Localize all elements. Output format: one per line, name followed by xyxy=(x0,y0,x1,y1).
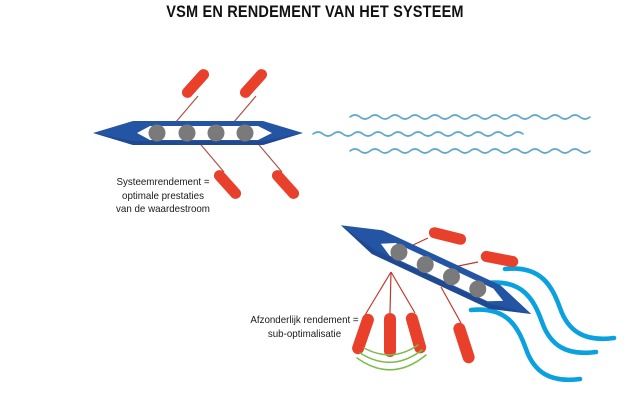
boat2-rower-3 xyxy=(443,268,461,286)
boat1-oar-blade-top-2 xyxy=(239,69,268,98)
boat1-hull-group xyxy=(93,121,303,145)
turbulent-wave-1 xyxy=(484,280,599,356)
boat1-rower-3 xyxy=(207,124,225,142)
boat2-oar-blade-upper-1 xyxy=(428,227,467,245)
calm-wave-line-2 xyxy=(312,131,524,137)
boat2-oar-shaft-cluster-3 xyxy=(390,271,416,314)
boat1-hull-shadow xyxy=(93,133,303,145)
boat2-rower-4 xyxy=(469,280,487,298)
splash-arc-2 xyxy=(359,349,423,364)
boat2-oar-shaft-cluster-1 xyxy=(364,271,392,316)
caption-system-efficiency: Systeemrendement = optimale prestaties v… xyxy=(93,176,233,217)
turbulent-water-group xyxy=(468,266,617,383)
boat2-oar-blade-cluster-2 xyxy=(384,313,396,357)
calm-wave-line-1 xyxy=(349,114,591,120)
boat2-oar-blade-upper-2 xyxy=(480,250,519,268)
caption-individual-line-1: Afzonderlijk rendement = xyxy=(250,314,359,326)
boat2-oar-blade-cluster-3 xyxy=(405,312,427,354)
calm-wave-line-3 xyxy=(349,148,591,154)
caption-system-line-2: optimale prestaties xyxy=(122,189,204,202)
boat2-oar-shaft-lower-right xyxy=(440,286,462,324)
boat2-oar-blade-cluster-1 xyxy=(352,313,374,355)
turbulent-wave-2 xyxy=(468,307,583,383)
boat2-oar-shaft-cluster-2 xyxy=(389,271,392,314)
boat1-oar-blades xyxy=(181,69,300,199)
caption-individual-efficiency: Afzonderlijk rendement = sub-optimalisat… xyxy=(218,314,390,341)
calm-water-group xyxy=(312,114,591,154)
splash-arc-1 xyxy=(363,344,419,356)
boat1-oar-blade-bottom-1 xyxy=(213,170,242,199)
page-title: VSM EN RENDEMENT VAN HET SYSTEEM xyxy=(166,3,464,21)
boat2-oar-blades xyxy=(352,227,519,364)
splash-arcs-group xyxy=(356,344,427,371)
caption-system-line-1: Systeemrendement = xyxy=(116,176,210,188)
boat1-rower-2 xyxy=(178,124,196,142)
boat1-rowers xyxy=(148,124,254,142)
boat2-oar-blade-lower-right xyxy=(453,322,475,364)
boat2-hull-group xyxy=(340,225,532,314)
boat2-rower-2 xyxy=(416,256,434,274)
boat1-oar-blade-bottom-2 xyxy=(271,170,300,199)
splash-arc-3 xyxy=(356,354,427,371)
boat2-rowers xyxy=(390,243,487,298)
boat1-rower-1 xyxy=(148,124,166,142)
caption-system-line-3: van de waardestroom xyxy=(116,203,210,215)
boat2-rower-1 xyxy=(390,243,408,261)
boat1-oar-blade-top-1 xyxy=(181,69,210,98)
caption-individual-line-2: sub-optimalisatie xyxy=(267,327,342,340)
turbulent-wave-3 xyxy=(502,266,617,342)
boat1-rower-4 xyxy=(236,124,254,142)
